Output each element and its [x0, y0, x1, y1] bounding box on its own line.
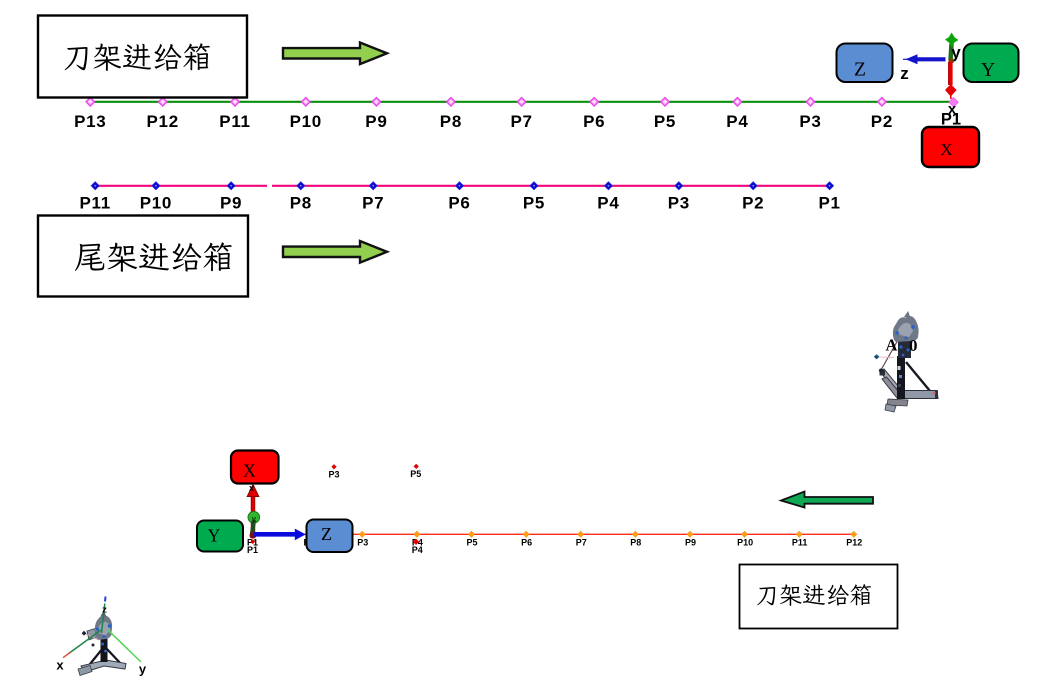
- svg-text:P4: P4: [412, 545, 423, 555]
- svg-text:P1: P1: [818, 194, 840, 213]
- svg-text:P1: P1: [941, 111, 961, 129]
- svg-text:P8: P8: [290, 194, 312, 213]
- svg-text:P6: P6: [448, 194, 470, 213]
- svg-text:y: y: [139, 662, 147, 677]
- svg-text:P3: P3: [357, 537, 368, 547]
- svg-text:P9: P9: [365, 112, 387, 131]
- svg-text:z: z: [900, 64, 909, 83]
- svg-text:0: 0: [909, 336, 918, 355]
- svg-text:P10: P10: [290, 112, 322, 131]
- svg-text:P2: P2: [742, 194, 764, 213]
- svg-text:P4: P4: [597, 194, 619, 213]
- svg-text:X: X: [243, 461, 256, 481]
- svg-text:P12: P12: [147, 112, 179, 131]
- svg-text:x: x: [56, 658, 64, 673]
- svg-text:P9: P9: [220, 194, 242, 213]
- svg-text:P2: P2: [871, 112, 893, 131]
- svg-text:Z: Z: [854, 60, 866, 81]
- svg-text:P7: P7: [510, 112, 532, 131]
- svg-text:P3: P3: [328, 470, 339, 480]
- svg-text:P8: P8: [630, 537, 641, 547]
- svg-text:x: x: [249, 483, 254, 493]
- svg-text:P5: P5: [410, 469, 421, 479]
- svg-text:P1: P1: [247, 545, 258, 555]
- svg-text:Y: Y: [981, 60, 995, 81]
- svg-text:y: y: [951, 43, 961, 62]
- svg-text:P6: P6: [583, 112, 605, 131]
- svg-text:P5: P5: [654, 112, 676, 131]
- svg-text:P5: P5: [466, 537, 477, 547]
- svg-text:P11: P11: [219, 112, 250, 131]
- svg-text:P6: P6: [521, 537, 532, 547]
- svg-text:P7: P7: [576, 537, 587, 547]
- svg-text:z: z: [102, 605, 107, 616]
- svg-text:x: x: [948, 101, 957, 118]
- svg-text:P5: P5: [523, 194, 545, 213]
- svg-text:P9: P9: [685, 537, 696, 547]
- svg-text:P3: P3: [799, 112, 821, 131]
- svg-text:Y: Y: [208, 526, 221, 546]
- svg-text:P12: P12: [846, 537, 862, 547]
- svg-text:P10: P10: [140, 194, 172, 213]
- svg-text:A: A: [886, 336, 898, 355]
- svg-text:P8: P8: [440, 112, 462, 131]
- svg-text:X: X: [940, 140, 952, 159]
- svg-text:Z: Z: [321, 524, 332, 544]
- svg-text:P13: P13: [74, 112, 106, 131]
- svg-text:P10: P10: [737, 537, 753, 547]
- svg-text:P4: P4: [726, 112, 748, 131]
- svg-text:P3: P3: [668, 194, 690, 213]
- svg-text:y: y: [252, 515, 257, 524]
- svg-text:P11: P11: [792, 537, 808, 547]
- svg-text:P7: P7: [362, 194, 384, 213]
- svg-text:P11: P11: [79, 194, 110, 213]
